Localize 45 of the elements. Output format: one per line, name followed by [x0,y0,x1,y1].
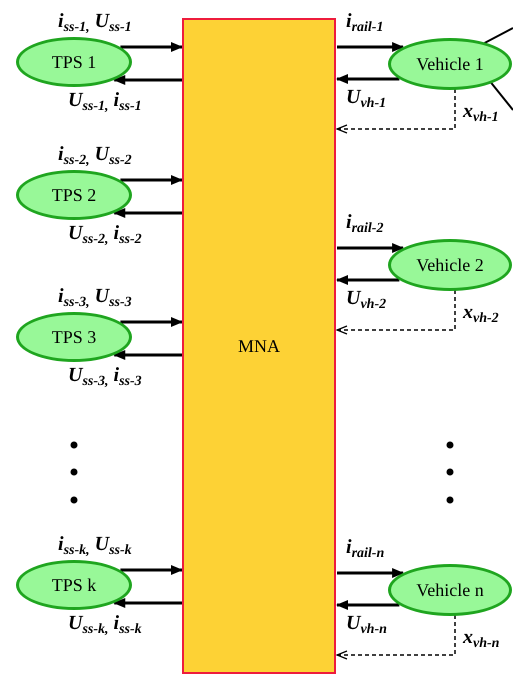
edge-label: U$_{ss-k,}$ i$_{ss-k}$ [68,613,142,633]
edge-label: x$_{vh-n}$ [463,627,500,647]
arrow [113,208,182,218]
arrow [120,317,183,327]
node-label: TPS k [52,576,96,594]
edge-label: U$_{ss-2,}$ i$_{ss-2}$ [68,223,142,243]
arrow [120,565,183,575]
dashed-arrow [336,89,456,134]
node-label: MNA [238,337,280,355]
edge-label: U$_{vh-n}$ [346,613,387,633]
edge-label: i$_{ss-2,}$ U$_{ss-2}$ [58,144,132,164]
arrow [337,568,404,578]
dashed-arrow [336,290,456,335]
node-label: Vehicle 2 [416,256,484,274]
edge-label: x$_{vh-2}$ [463,302,499,322]
process-block [182,18,336,674]
arrow [113,598,182,608]
edge-label: i$_{ss-1,}$ U$_{ss-1}$ [58,11,132,31]
arrow [336,275,400,285]
edge-label: i$_{rail-n}$ [346,537,384,557]
node-label: Vehicle n [416,581,484,599]
edge-label: i$_{ss-k,}$ U$_{ss-k}$ [58,534,132,554]
arrow [336,74,400,84]
edge-label: i$_{rail-1}$ [346,11,384,31]
edge-label: U$_{ss-3,}$ i$_{ss-3}$ [68,365,142,385]
node-label: Vehicle 1 [416,55,484,73]
arrow [337,243,404,253]
node-label: TPS 2 [52,186,96,204]
arrow [113,75,182,85]
edge-label: x$_{vh-1}$ [463,101,499,121]
edge-label: i$_{rail-2}$ [346,212,384,232]
edge-label: U$_{ss-1,}$ i$_{ss-1}$ [68,90,142,110]
edge-label: U$_{vh-2}$ [346,288,386,308]
edge-label: i$_{ss-3,}$ U$_{ss-3}$ [58,286,132,306]
arrow [337,42,404,52]
arrow [113,350,182,360]
dashed-arrow [336,615,456,660]
connector-line [484,27,513,44]
connector-line [490,82,513,111]
arrow [336,600,400,610]
node-label: TPS 3 [52,328,96,346]
edge-label: U$_{vh-1}$ [346,87,386,107]
arrow [120,42,183,52]
arrow [120,175,183,185]
node-label: TPS 1 [52,53,96,71]
